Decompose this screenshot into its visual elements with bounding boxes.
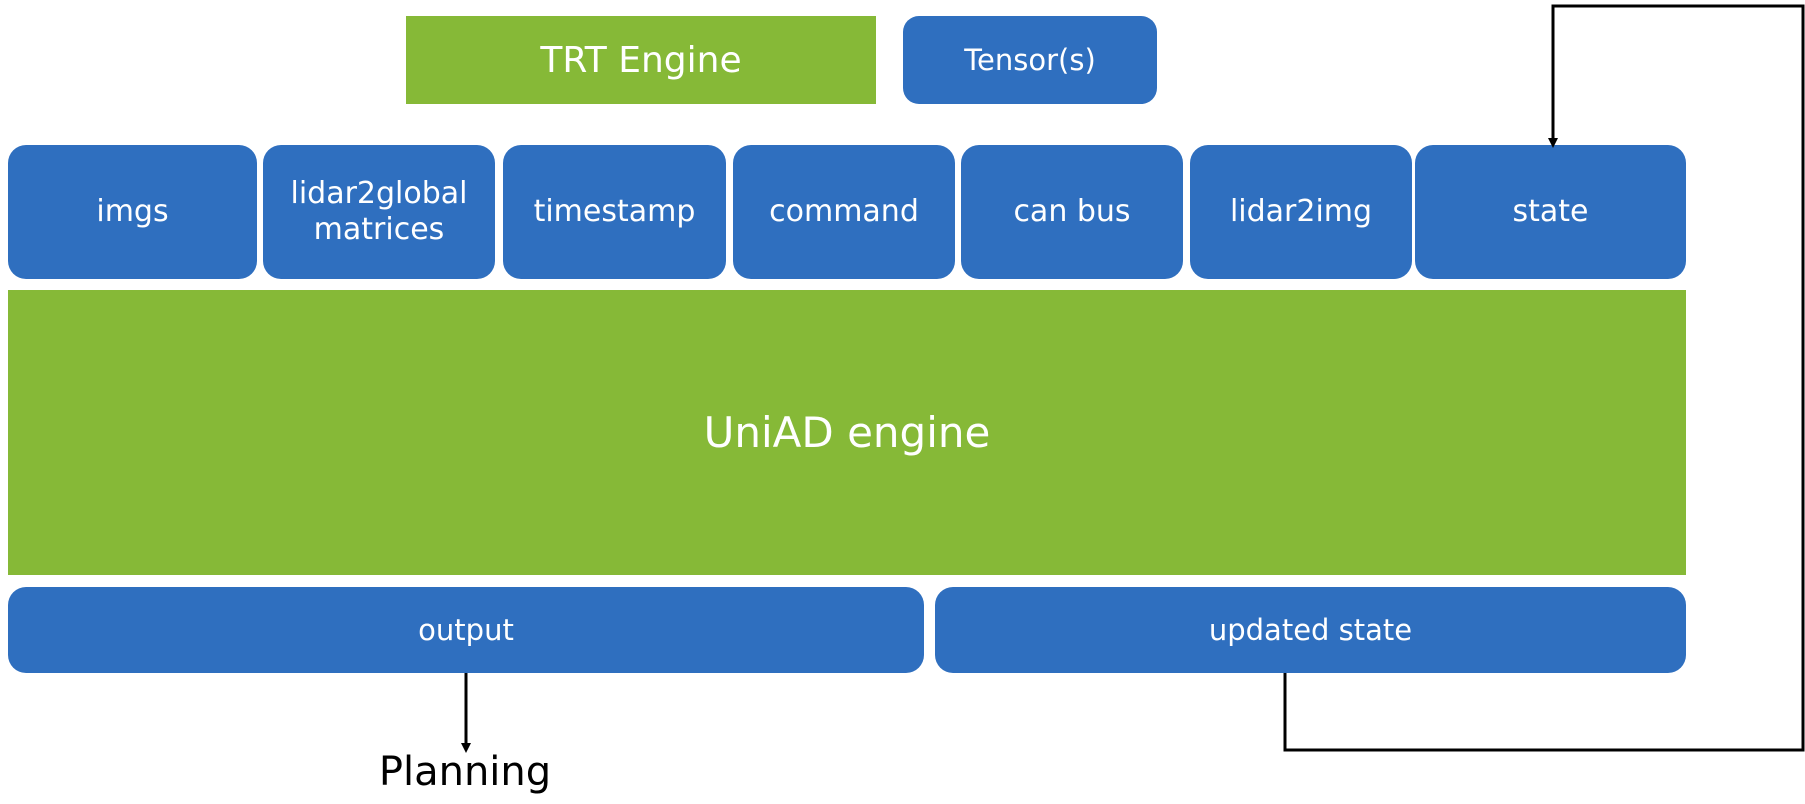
legend-trt-engine: TRT Engine [406,16,876,104]
legend-tensor: Tensor(s) [903,16,1157,104]
output-label: output [418,613,514,647]
input-lidar2global: lidar2global matrices [263,145,495,279]
uniad-engine-label: UniAD engine [703,408,991,457]
updated-state-label: updated state [1208,613,1413,647]
input-lidar2img-label: lidar2img [1229,194,1373,229]
input-timestamp-label: timestamp [533,194,696,229]
input-can-bus-label: can bus [1013,194,1131,229]
legend-tensor-label: Tensor(s) [964,43,1096,77]
input-imgs-label: imgs [96,194,169,229]
planning-label: Planning [378,749,552,795]
input-can-bus: can bus [961,145,1183,279]
legend-trt-engine-label: TRT Engine [540,39,742,81]
input-command-label: command [769,194,919,229]
output-tensor: output [8,587,924,673]
input-timestamp: timestamp [503,145,726,279]
updated-state-tensor: updated state [935,587,1686,673]
input-imgs: imgs [8,145,257,279]
input-lidar2img: lidar2img [1190,145,1412,279]
input-state-label: state [1512,194,1589,229]
input-command: command [733,145,955,279]
uniad-engine: UniAD engine [8,290,1686,575]
input-state: state [1415,145,1686,279]
input-lidar2global-label: lidar2global matrices [290,176,468,247]
